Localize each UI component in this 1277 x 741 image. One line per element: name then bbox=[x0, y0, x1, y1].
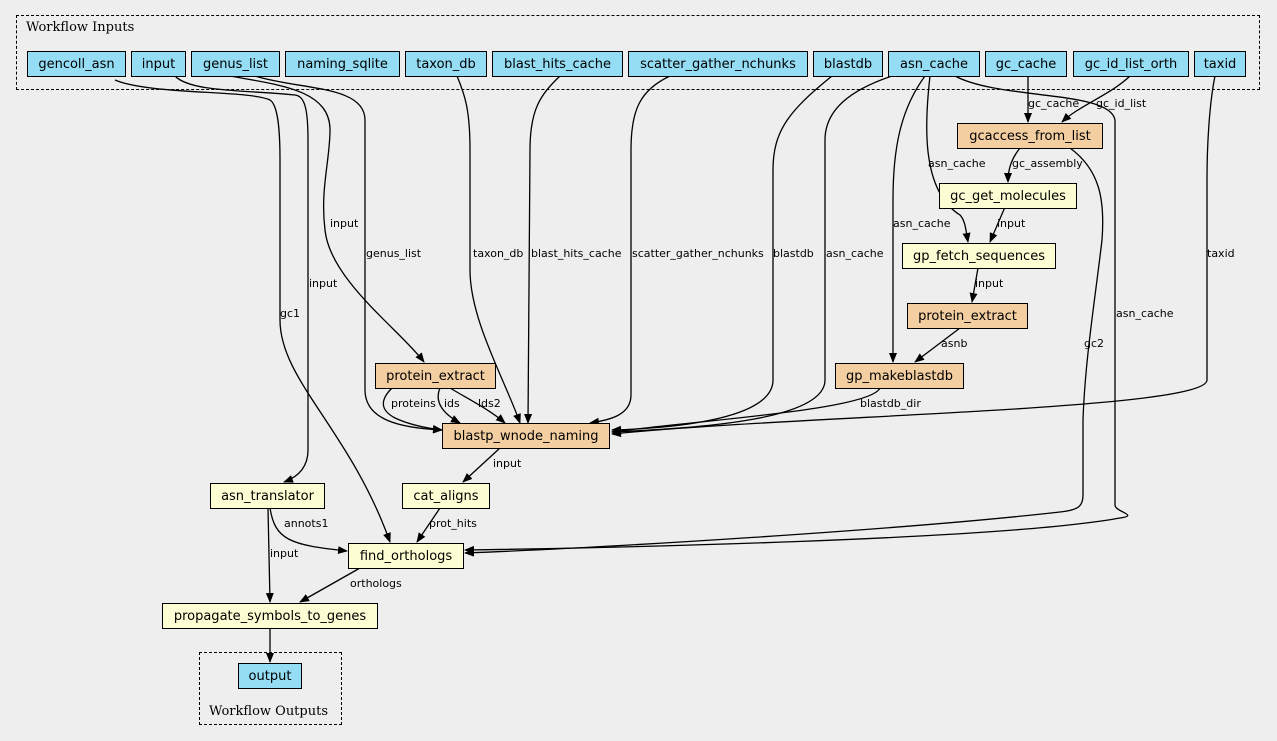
edge-genus-list bbox=[254, 75, 443, 434]
edge-label-annots1: annots1 bbox=[284, 517, 329, 530]
edge-label-taxon-db: taxon_db bbox=[473, 247, 524, 260]
edge-label-scatter-gather-nchunks: scatter_gather_nchunks bbox=[632, 247, 764, 260]
workflow-inputs-cluster bbox=[16, 15, 1260, 90]
edge-label-orthologs: orthologs bbox=[350, 577, 402, 590]
edge-gc-id-list bbox=[1061, 75, 1131, 123]
edge-label-input-genus: input bbox=[330, 217, 359, 230]
edge-label-asn-cache-makedb: asn_cache bbox=[893, 217, 951, 230]
input-gc-cache[interactable]: gc_cache bbox=[985, 51, 1067, 77]
edge-label-taxid: taxid bbox=[1207, 247, 1235, 260]
input-gc-id-list-orth[interactable]: gc_id_list_orth bbox=[1073, 51, 1189, 77]
edge-input-fetch bbox=[989, 206, 1006, 243]
edge-label-gc2: gc2 bbox=[1084, 337, 1105, 350]
step-gp-fetch-sequences[interactable]: gp_fetch_sequences bbox=[902, 243, 1056, 269]
edge-label-prot-hits: prot_hits bbox=[429, 517, 477, 530]
edge-label-asn-cache-blastp: asn_cache bbox=[826, 247, 884, 260]
step-find-orthologs[interactable]: find_orthologs bbox=[348, 543, 464, 569]
edge-label-ids: ids bbox=[444, 397, 460, 410]
step-protein-extract-left[interactable]: protein_extract bbox=[375, 363, 496, 389]
step-gc-get-molecules[interactable]: gc_get_molecules bbox=[939, 183, 1077, 209]
input-blastdb[interactable]: blastdb bbox=[813, 51, 883, 77]
input-scatter-gather-nchunks[interactable]: scatter_gather_nchunks bbox=[628, 51, 808, 77]
edge-gc2 bbox=[464, 147, 1104, 557]
edge-label-gc-assembly: gc_assembly bbox=[1012, 157, 1083, 170]
edge-label-input-fetch: input bbox=[997, 217, 1026, 230]
edge-label-input-cat: input bbox=[493, 457, 522, 470]
edge-label-gc-cache: gc_cache bbox=[1028, 97, 1080, 110]
edge-input-cat bbox=[462, 447, 501, 483]
step-gp-makeblastdb[interactable]: gp_makeblastdb bbox=[835, 363, 964, 389]
step-protein-extract-right[interactable]: protein_extract bbox=[907, 303, 1028, 329]
workflow-outputs-cluster bbox=[199, 652, 342, 725]
input-gencoll-asn[interactable]: gencoll_asn bbox=[27, 51, 126, 77]
edge-annots1 bbox=[269, 507, 348, 555]
edge-label-gc1: gc1 bbox=[280, 307, 301, 320]
input-naming-sqlite[interactable]: naming_sqlite bbox=[285, 51, 400, 77]
edge-label-proteins: proteins bbox=[391, 397, 436, 410]
output-output[interactable]: output bbox=[238, 663, 302, 689]
edge-label-asn-cache-orth: asn_cache bbox=[1116, 307, 1174, 320]
input-genus-list[interactable]: genus_list bbox=[191, 51, 280, 77]
edge-label-blastdb: blastdb bbox=[773, 247, 814, 260]
edge-taxon-db bbox=[456, 75, 521, 424]
step-asn-translator[interactable]: asn_translator bbox=[210, 483, 325, 509]
step-propagate-symbols-to-genes[interactable]: propagate_symbols_to_genes bbox=[162, 603, 378, 629]
input-blast-hits-cache[interactable]: blast_hits_cache bbox=[492, 51, 623, 77]
edge-input-extract bbox=[969, 267, 979, 303]
edge-orthologs bbox=[299, 567, 361, 603]
edge-label-blast-hits-cache: blast_hits_cache bbox=[531, 247, 622, 260]
edge-asn-cache-orth bbox=[464, 75, 1129, 554]
edge-blastdb-dir bbox=[611, 387, 881, 435]
edge-taxid bbox=[611, 75, 1216, 438]
input-asn-cache[interactable]: asn_cache bbox=[888, 51, 980, 77]
edge-input-genus bbox=[229, 75, 425, 363]
step-cat-aligns[interactable]: cat_aligns bbox=[402, 483, 490, 509]
edge-label-genus-list: genus_list bbox=[366, 247, 422, 260]
edge-label-blastdb-dir: blastdb_dir bbox=[860, 397, 921, 410]
edge-prot-hits bbox=[416, 507, 441, 543]
edge-label-lds2: lds2 bbox=[478, 397, 501, 410]
edge-label-asnb: asnb bbox=[941, 337, 968, 350]
workflow-outputs-label: Workflow Outputs bbox=[209, 704, 328, 719]
edge-blastdb bbox=[611, 75, 833, 434]
edge-proteins bbox=[382, 387, 443, 433]
workflow-inputs-label: Workflow Inputs bbox=[26, 20, 135, 35]
edge-gc-assembly bbox=[1004, 147, 1021, 183]
edge-label-input-extract: input bbox=[975, 277, 1004, 290]
edge-lds2 bbox=[449, 387, 506, 424]
edge-gc1 bbox=[114, 79, 391, 543]
edge-asnb bbox=[914, 327, 961, 363]
edge-input-propagate bbox=[265, 507, 274, 603]
input-taxon-db[interactable]: taxon_db bbox=[405, 51, 487, 77]
edge-label-input-propagate: input bbox=[270, 547, 299, 560]
edge-label-input-translator: input bbox=[309, 277, 338, 290]
input-taxid[interactable]: taxid bbox=[1194, 51, 1246, 77]
edge-blast-hits-cache bbox=[524, 75, 561, 424]
step-gcaccess-from-list[interactable]: gcaccess_from_list bbox=[957, 123, 1103, 149]
edge-ids bbox=[437, 387, 461, 424]
input-input[interactable]: input bbox=[131, 51, 186, 77]
edge-label-gc-id-list: gc_id_list bbox=[1096, 97, 1147, 110]
edge-input-translator bbox=[174, 75, 309, 483]
step-blastp-wnode-naming[interactable]: blastp_wnode_naming bbox=[442, 423, 610, 449]
edge-label-asn-cache-fetch: asn_cache bbox=[928, 157, 986, 170]
